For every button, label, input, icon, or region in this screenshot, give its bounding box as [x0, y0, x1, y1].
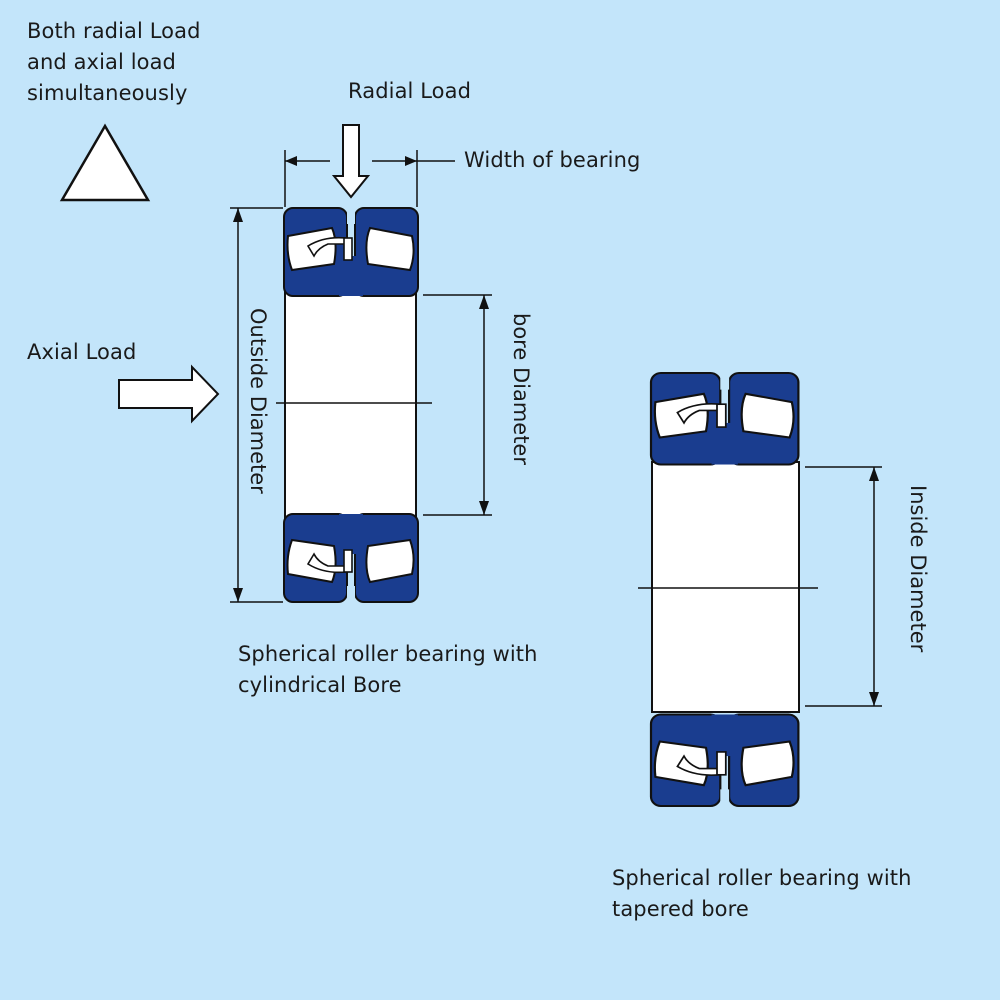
combined-load-line-3: simultaneously	[27, 81, 188, 105]
axial-load-arrow-icon	[118, 364, 220, 424]
axial-load-label: Axial Load	[27, 340, 137, 364]
combined-load-label: Both radial Load and axial load simultan…	[27, 16, 201, 109]
caption-cylindrical-line-2: cylindrical Bore	[238, 673, 402, 697]
width-of-bearing-label: Width of bearing	[464, 148, 641, 172]
width-dimension	[284, 150, 455, 207]
outside-diameter-dimension	[230, 207, 283, 603]
combined-load-line-2: and axial load	[27, 50, 176, 74]
inside-diameter-dimension	[805, 466, 882, 707]
caption-tapered-line-2: tapered bore	[612, 897, 749, 921]
combined-load-line-1: Both radial Load	[27, 19, 201, 43]
triangle-icon	[59, 123, 151, 202]
caption-tapered-line-1: Spherical roller bearing with	[612, 866, 912, 890]
caption-cylindrical-bore: Spherical roller bearing with cylindrica…	[238, 639, 538, 701]
cylindrical-bore-bearing	[276, 207, 432, 603]
tapered-bore-bearing	[638, 371, 818, 808]
bore-diameter-dimension	[423, 294, 492, 516]
caption-tapered-bore: Spherical roller bearing with tapered bo…	[612, 863, 912, 925]
radial-load-label: Radial Load	[348, 79, 472, 103]
caption-cylindrical-line-1: Spherical roller bearing with	[238, 642, 538, 666]
radial-load-arrow-icon	[331, 124, 371, 199]
